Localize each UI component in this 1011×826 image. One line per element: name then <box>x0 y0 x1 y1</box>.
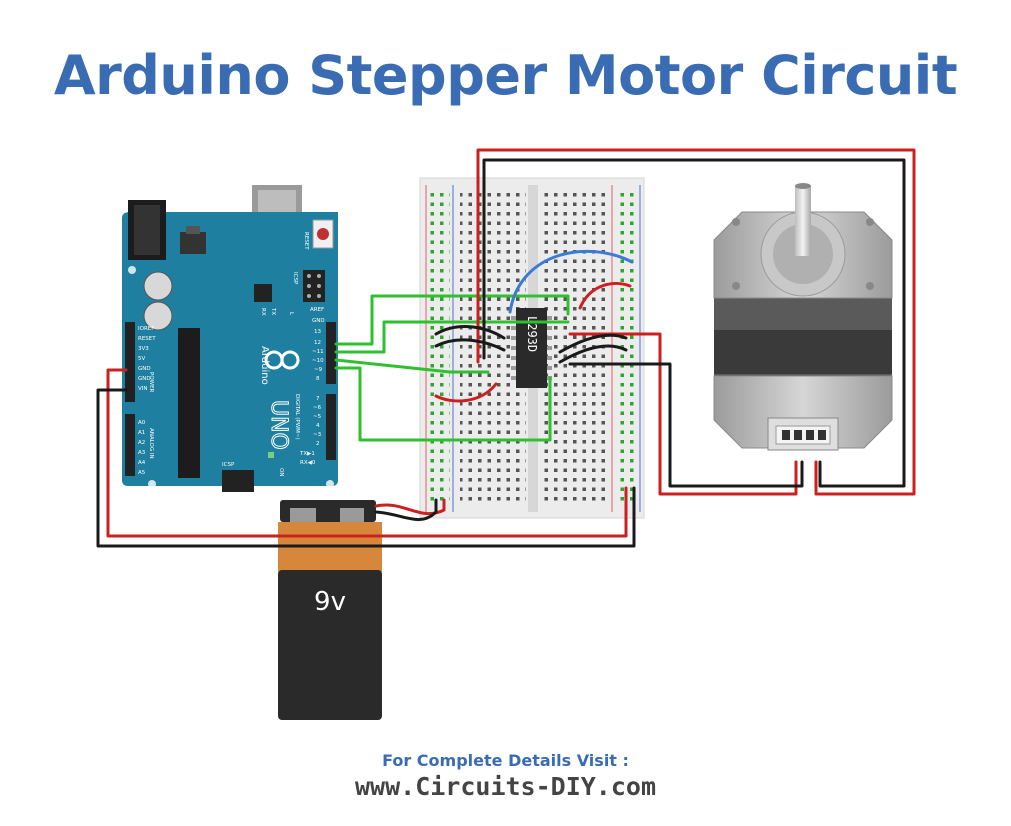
l293d-driver-ic: L293D <box>511 308 552 388</box>
battery-label: 9v <box>314 587 346 617</box>
arduino-logo-icon <box>264 350 300 370</box>
icsp-header <box>303 270 325 302</box>
pin-label: A4 <box>138 460 146 466</box>
icsp2-header <box>222 470 254 492</box>
digital-label: DIGITAL (PWM~) <box>294 394 300 440</box>
capacitor-icon <box>143 301 173 331</box>
l-label: L <box>288 312 294 316</box>
pin-label: RX◀0 <box>300 460 316 466</box>
power-label: POWER <box>148 372 154 393</box>
pin-label: IOREF <box>138 326 154 332</box>
digital-header-top <box>326 322 336 384</box>
atmega-chip <box>178 328 200 478</box>
pin-label: GND <box>138 366 151 372</box>
on-label: ON <box>278 468 284 476</box>
motor-shaft <box>795 186 811 256</box>
wire-black <box>568 362 804 488</box>
pin-label: GND <box>312 318 325 324</box>
footer-visit-label: For Complete Details Visit : <box>382 751 629 770</box>
pin-label: A3 <box>138 450 146 456</box>
pin-label: A2 <box>138 440 145 446</box>
pin-label: TX▶1 <box>299 451 315 457</box>
ic-label: L293D <box>525 316 539 352</box>
pin-label: 8 <box>316 376 320 382</box>
wires <box>96 148 916 548</box>
arduino-brand: Arduino <box>259 346 270 385</box>
pin-label: 13 <box>314 329 321 335</box>
pin-label: A1 <box>138 430 145 436</box>
pin-label: ~6 <box>313 405 322 411</box>
pin-label: 2 <box>316 441 320 447</box>
pin-label: A0 <box>138 420 146 426</box>
footer-website-link[interactable]: www.Circuits-DIY.com <box>354 772 657 801</box>
wire-red <box>578 282 632 310</box>
voltage-regulator <box>180 232 206 254</box>
wire-green <box>334 358 490 374</box>
analog-header <box>125 414 135 476</box>
pin-label: ~9 <box>314 367 323 373</box>
wire-black <box>374 498 438 522</box>
reset-button[interactable] <box>317 228 329 240</box>
pin-label: ~11 <box>312 349 324 355</box>
pin-label: ~10 <box>312 358 324 364</box>
wire-red <box>568 332 798 496</box>
wire-black <box>434 338 506 352</box>
wire-black <box>434 325 506 340</box>
pin-label: RESET <box>138 336 156 342</box>
digital-header-bottom <box>326 394 336 460</box>
wire-blue <box>508 249 634 314</box>
pin-label: 3V3 <box>138 346 149 352</box>
arduino-uno-board: RESET ICSP ICSP ON RX TX L Arduino UNO D… <box>122 185 338 492</box>
pin-label: GND <box>138 376 151 382</box>
pin-label: AREF <box>310 307 324 313</box>
pin-label: 7 <box>316 396 320 402</box>
pin-label: 12 <box>314 340 321 346</box>
icsp-label: ICSP <box>292 272 298 285</box>
tx-label: TX <box>270 307 276 315</box>
board-model-label: UNO <box>266 400 291 450</box>
wire-black <box>558 333 628 354</box>
pin-label: A5 <box>138 470 146 476</box>
wire-green <box>334 320 570 354</box>
wire-red <box>374 498 446 516</box>
pin-label: 5V <box>138 356 145 362</box>
power-header <box>125 322 135 402</box>
rx-label: RX <box>260 308 266 316</box>
pin-label: ~5 <box>313 414 322 420</box>
page-title: Arduino Stepper Motor Circuit <box>53 44 958 107</box>
wire-black <box>96 388 636 548</box>
wire-green <box>334 294 570 346</box>
usb-chip <box>254 284 272 302</box>
pin-label: 4 <box>316 423 320 429</box>
analog-label: ANALOG IN <box>148 428 154 459</box>
9v-battery: 9v <box>278 500 382 720</box>
wire-black <box>558 344 628 364</box>
wire-red <box>434 382 498 403</box>
reset-label: RESET <box>303 232 309 250</box>
icsp2-label: ICSP <box>222 462 235 468</box>
pin-label: ~3 <box>313 432 322 438</box>
wire-red <box>106 368 628 538</box>
capacitor-icon <box>143 271 173 301</box>
stepper-motor <box>713 183 893 451</box>
wire-red <box>476 148 916 496</box>
wire-black <box>482 158 906 488</box>
wire-green <box>334 366 552 442</box>
pin-label: VIN <box>138 386 148 392</box>
